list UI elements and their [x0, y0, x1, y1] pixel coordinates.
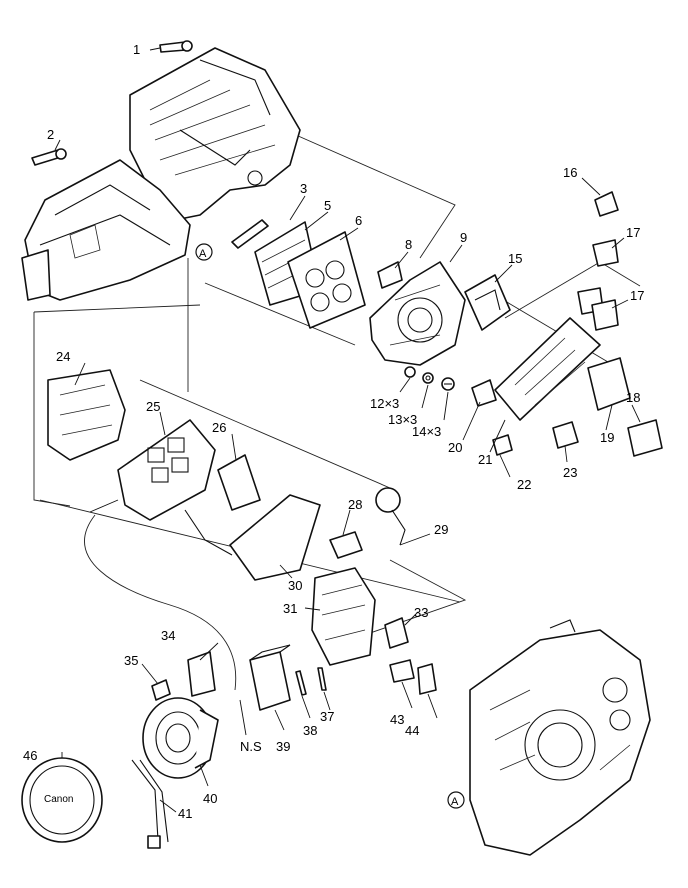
- part-3-strip: [231, 219, 269, 249]
- part-40-lens-ring: [142, 697, 219, 779]
- label-12: 12×3: [370, 396, 399, 411]
- upper-body-assembly: [21, 47, 301, 301]
- label-8: 8: [405, 237, 412, 252]
- part-25-board: [89, 419, 216, 521]
- label-2: 2: [47, 127, 54, 142]
- lens-cap-brand: Canon: [44, 794, 73, 805]
- screw-1: [149, 40, 193, 53]
- camera-body-rear: [469, 619, 651, 856]
- part-29-cable: [375, 487, 406, 546]
- label-13: 13×3: [388, 412, 417, 427]
- part-20-piece: [471, 379, 497, 407]
- label-30: 30: [288, 578, 302, 593]
- label-leaders: [61, 177, 641, 813]
- label-22: 22: [517, 477, 531, 492]
- part-37-pin: [317, 667, 327, 691]
- label-5: 5: [324, 198, 331, 213]
- label-43: 43: [390, 712, 404, 727]
- label-3: 3: [300, 181, 307, 196]
- part-44-clip: [417, 663, 437, 695]
- label-41: 41: [178, 806, 192, 821]
- label-14: 14×3: [412, 424, 441, 439]
- part-21-circuit-board: [494, 317, 601, 421]
- part-number-labels: 1 2 3 5 6 8 9 15 16 17 17 18 19 20 21 22…: [23, 42, 644, 821]
- part-24-board: [47, 369, 126, 461]
- part-23-connector: [552, 421, 579, 449]
- part-33-bracket: [384, 617, 409, 649]
- label-18: 18: [626, 390, 640, 405]
- part-43-clip: [389, 659, 415, 683]
- label-23: 23: [563, 465, 577, 480]
- label-ns: N.S: [240, 739, 262, 754]
- part-36-pin: [295, 670, 307, 696]
- part-22-chip: [492, 434, 513, 456]
- label-6: 6: [355, 213, 362, 228]
- label-25: 25: [146, 399, 160, 414]
- label-17-lower: 17: [630, 288, 644, 303]
- part-28-block: [329, 531, 363, 559]
- label-24: 24: [56, 349, 70, 364]
- label-35: 35: [124, 653, 138, 668]
- label-39: 39: [276, 739, 290, 754]
- part-46-lens-cap: Canon: [21, 757, 103, 843]
- reference-mark-a-bottom: A: [447, 791, 465, 809]
- label-46: 46: [23, 748, 37, 763]
- label-28: 28: [348, 497, 362, 512]
- reference-mark-a-top: A: [195, 243, 213, 261]
- label-26: 26: [212, 420, 226, 435]
- label-17-upper: 17: [626, 225, 640, 240]
- label-31: 31: [283, 601, 297, 616]
- part-9-frame: [369, 261, 466, 366]
- label-34: 34: [161, 628, 175, 643]
- washer-13: [422, 372, 434, 384]
- label-33: 33: [414, 605, 428, 620]
- part-31-housing: [311, 567, 376, 666]
- part-39-box: [249, 644, 291, 711]
- part-34-plate: [187, 651, 216, 697]
- svg-text:A: A: [451, 796, 459, 808]
- part-18-pad: [627, 419, 663, 457]
- part-30-sheet: [184, 494, 321, 581]
- part-17-clip-upper: [592, 239, 619, 267]
- label-44: 44: [405, 723, 419, 738]
- part-6-sensor-block: [287, 231, 366, 329]
- part-17-clip-lower: [577, 287, 619, 331]
- label-1: 1: [133, 42, 140, 57]
- label-40: 40: [203, 791, 217, 806]
- label-16: 16: [563, 165, 577, 180]
- label-38: 38: [303, 723, 317, 738]
- part-15-plate: [464, 274, 511, 331]
- label-9: 9: [460, 230, 467, 245]
- label-21: 21: [478, 452, 492, 467]
- screw-14: [441, 377, 455, 391]
- part-41-flex-cable: [131, 759, 169, 849]
- label-19: 19: [600, 430, 614, 445]
- part-8-bracket: [377, 261, 403, 289]
- part-26-plate: [217, 454, 261, 511]
- screw-2: [31, 139, 67, 166]
- label-29: 29: [434, 522, 448, 537]
- part-35-screw: [151, 679, 171, 701]
- part-16-clip: [594, 191, 619, 217]
- label-37: 37: [320, 709, 334, 724]
- label-15: 15: [508, 251, 522, 266]
- part-19-cover: [587, 357, 631, 411]
- screw-12: [404, 366, 416, 378]
- label-20: 20: [448, 440, 462, 455]
- svg-text:A: A: [199, 248, 207, 260]
